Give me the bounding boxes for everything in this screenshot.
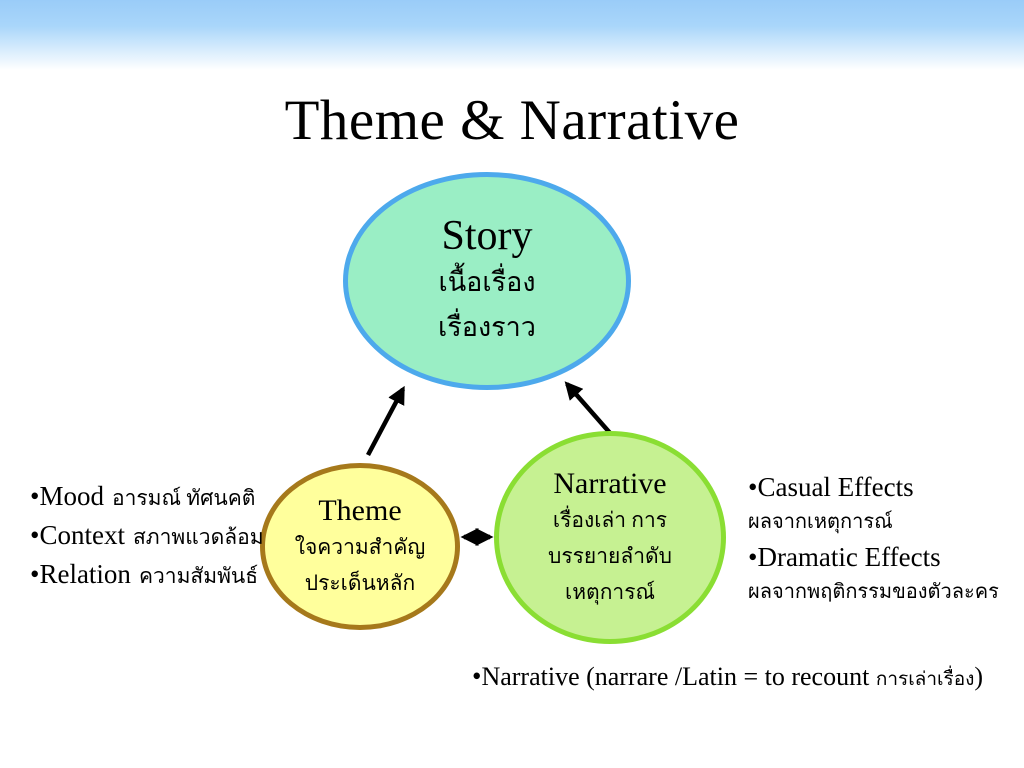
- list-item: •Casual Effects ผลจากเหตุการณ์: [748, 470, 999, 540]
- narrative-etymology-note: •Narrative (narrare /Latin = to recount …: [472, 659, 983, 697]
- bullet-dot: •: [30, 520, 40, 550]
- narrative-thai-line-2: บรรยายลำดับ: [548, 543, 672, 568]
- theme-label: Theme: [318, 493, 402, 527]
- narrative-thai-line-3: เหตุการณ์: [565, 579, 655, 604]
- bullet-th-text: ผลจากเหตุการณ์: [748, 511, 893, 533]
- bullet-en-text: Mood: [39, 481, 104, 511]
- bullet-en-text: Context: [39, 520, 125, 550]
- narrative-node: Narrative เรื่องเล่า การ บรรยายลำดับ เหต…: [494, 431, 726, 644]
- bullet-th-text: ความสัมพันธ์: [138, 564, 259, 588]
- bullet-dot: •: [30, 481, 40, 511]
- arrow-narrative-to-story: [564, 381, 612, 435]
- story-thai-line-2: เรื่องราว: [438, 312, 536, 342]
- list-item: •Dramatic Effects ผลจากพฤติกรรมของตัวละค…: [748, 540, 999, 610]
- theme-thai-line-1: ใจความสำคัญ: [294, 534, 426, 559]
- narrative-label: Narrative: [553, 466, 667, 500]
- bullet-dot: •: [748, 472, 758, 502]
- story-node: Story เนื้อเรื่อง เรื่องราว: [343, 172, 631, 390]
- list-item: •Context สภาพแวดล้อม: [30, 518, 264, 557]
- theme-node: Theme ใจความสำคัญ ประเด็นหลัก: [260, 463, 460, 630]
- bullet-th-text: อารมณ์ ทัศนคติ: [111, 486, 256, 510]
- bullet-dot: •: [472, 661, 482, 691]
- top-gradient-band: [0, 0, 1024, 75]
- bullet-th-text: ผลจากพฤติกรรมของตัวละคร: [748, 581, 999, 603]
- narrative-thai-line-1: เรื่องเล่า การ: [552, 507, 668, 532]
- arrow-theme-to-story: [366, 385, 405, 457]
- slide-title: Theme & Narrative: [284, 89, 740, 152]
- footnote-th-text: การเล่าเรื่อง: [875, 669, 975, 690]
- story-thai-line-1: เนื้อเรื่อง: [438, 267, 536, 297]
- footnote-en-close: ): [974, 662, 984, 691]
- list-item: •Relation ความสัมพันธ์: [30, 557, 264, 596]
- bullet-dot: •: [748, 542, 758, 572]
- bullet-dot: •: [30, 559, 40, 589]
- theme-thai-line-2: ประเด็นหลัก: [304, 570, 416, 595]
- list-item: •Mood อารมณ์ ทัศนคติ: [30, 479, 264, 518]
- story-label: Story: [441, 213, 533, 259]
- bullet-en-text: Dramatic Effects: [757, 542, 941, 572]
- bullet-en-text: Casual Effects: [757, 472, 914, 502]
- narrative-effects-list: •Casual Effects ผลจากเหตุการณ์ •Dramatic…: [748, 470, 999, 610]
- bullet-th-text: สภาพแวดล้อม: [132, 525, 264, 549]
- bullet-en-text: Relation: [39, 559, 131, 589]
- footnote-en-text: Narrative (narrare /Latin = to recount: [481, 662, 876, 691]
